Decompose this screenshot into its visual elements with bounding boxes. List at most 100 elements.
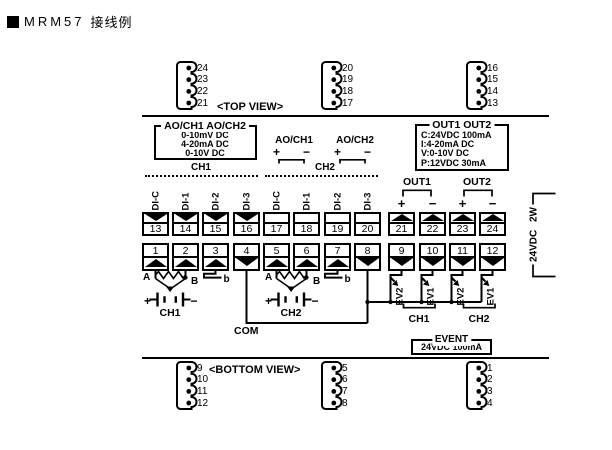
sensor1-a-label: A: [143, 272, 151, 283]
ao-range-line: 0-10V DC: [185, 148, 225, 159]
connector-pin-icon: [185, 100, 191, 106]
input-triangle-icon: [204, 214, 227, 221]
connector-pin-icon: [475, 365, 481, 371]
terminal-10: 10: [419, 243, 446, 271]
connector-pin-number: 2: [487, 374, 493, 386]
output-triangle-icon: [481, 214, 504, 222]
connector-pin-number: 17: [342, 97, 354, 109]
terminal-number: 3: [204, 245, 227, 259]
input-triangle-icon: [295, 258, 318, 267]
out1-header: OUT1: [402, 175, 431, 188]
terminal-number: 10: [421, 245, 444, 259]
output-triangle-icon: [390, 258, 413, 267]
ch1-dotted-line: [145, 175, 258, 177]
connector-pin-number: 11: [197, 385, 208, 397]
terminal-number: 21: [395, 222, 408, 235]
ao-sign: +: [272, 145, 280, 159]
top-separator: [142, 114, 549, 117]
connector-pin-icon: [475, 377, 481, 383]
sensor2-b-label: B: [313, 276, 321, 287]
out-spec-line: V:0-10V DC: [421, 148, 470, 159]
di-label-2: DI-2: [210, 192, 221, 210]
out-sign: +: [397, 195, 406, 211]
connector-pin-icon: [475, 77, 481, 83]
ch2-header: CH2: [314, 162, 335, 173]
connector-pin-icon: [330, 77, 336, 83]
connector-pin-number: 21: [197, 97, 209, 109]
connector-pin-icon: [475, 389, 481, 394]
connector-top-1: [175, 61, 197, 110]
di-label-7: DI-3: [362, 192, 373, 210]
connector-pin-number: 7: [342, 385, 348, 397]
ev-label-0: EV2: [394, 287, 405, 305]
ao-range-line: 0-10mV DC: [181, 130, 229, 140]
sensor1-b-label: B: [191, 276, 199, 287]
terminal-11: 11: [449, 243, 476, 271]
out2-header: OUT2: [462, 175, 491, 188]
terminal-number: 11: [451, 245, 474, 259]
terminal-number: 9: [390, 245, 413, 259]
sensor1-ch-label: CH1: [159, 307, 181, 319]
ao-ch1-label: AO/CH1: [275, 134, 313, 146]
terminal-1: 1: [142, 243, 169, 271]
connector-pin-number: 14: [487, 85, 499, 97]
out-sign: +: [458, 195, 467, 211]
connector-pin-icon: [330, 65, 336, 71]
connector-pin-number: 15: [487, 74, 499, 86]
com-label: COM: [234, 324, 259, 337]
connector-pin-number: 9: [197, 362, 203, 374]
connector-pin-icon: [185, 65, 191, 71]
title-suffix: 接线例: [90, 15, 133, 30]
terminal-number: 12: [481, 245, 504, 259]
connector-pin-number: 22: [197, 85, 209, 97]
terminal-3: 3: [202, 243, 229, 271]
title-bullet-icon: [7, 15, 19, 28]
bottom-view-label: <BOTTOM VIEW>: [209, 364, 301, 376]
out-spec-box: OUT1 OUT2 C:24VDC 100mA I:4-20mA DC V:0-…: [415, 118, 509, 171]
connector-pin-number: 12: [197, 397, 209, 409]
output-triangle-icon: [451, 214, 474, 222]
connector-pin-icon: [185, 377, 191, 383]
connector-pin-number: 24: [197, 62, 209, 74]
connector-pin-number: 19: [342, 74, 354, 86]
terminal-number: 20: [361, 222, 374, 235]
connector-pin-icon: [330, 365, 336, 371]
connector-pin-number: 23: [197, 74, 209, 86]
terminal-number: 7: [326, 245, 349, 259]
sensor2-blow-label: b: [344, 273, 351, 285]
top-view-label: <TOP VIEW>: [217, 100, 284, 113]
input-triangle-icon: [174, 214, 197, 221]
output-triangle-icon: [421, 258, 444, 267]
terminal-16: 16: [233, 212, 260, 236]
input-triangle-icon: [265, 258, 288, 267]
sensor2-minus: −: [311, 293, 319, 308]
terminal-number: 17: [270, 222, 283, 235]
connector-pin-icon: [330, 89, 336, 94]
connector-pin-number: 20: [342, 62, 354, 74]
connector-pin-number: 5: [342, 362, 348, 374]
connector-pin-icon: [330, 100, 336, 106]
terminal-number: 14: [179, 222, 192, 235]
terminal-8: 8: [354, 243, 381, 271]
terminal-9: 9: [388, 243, 415, 271]
connector-pin-icon: [185, 89, 191, 94]
out-sign: −: [488, 195, 497, 211]
out-sign: −: [428, 195, 437, 211]
connector-pin-number: 1: [487, 362, 493, 374]
connector-pin-icon: [185, 389, 191, 394]
ao-sign: −: [363, 145, 371, 159]
terminal-6: 6: [293, 243, 320, 271]
di-label-6: DI-2: [332, 192, 343, 210]
connector-pin-number: 13: [487, 97, 499, 109]
output-triangle-icon: [451, 258, 474, 267]
terminal-20: 20: [354, 212, 381, 236]
ao-range-box: AO/CH1 AO/CH2 0-10mV DC 4-20mA DC 0-10V …: [153, 119, 257, 160]
di-label-0: DI-C: [150, 190, 161, 210]
terminal-17: 17: [263, 212, 290, 236]
supply-label: 24VDC 2W: [528, 207, 540, 263]
terminal-number: 13: [149, 222, 162, 235]
ao-sign: −: [302, 145, 310, 159]
terminal-7: 7: [324, 243, 351, 271]
